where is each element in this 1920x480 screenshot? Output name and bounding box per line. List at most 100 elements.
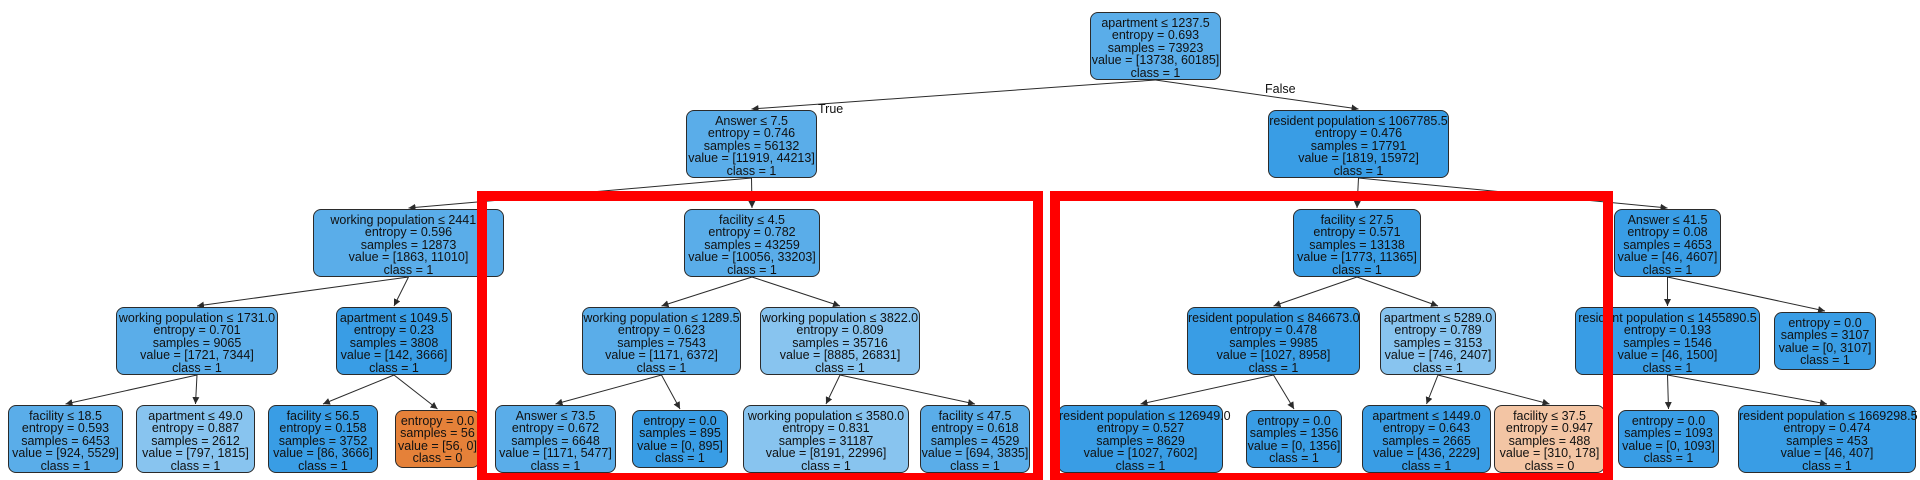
tree-edge: [839, 374, 976, 406]
node-line: samples = 488: [1508, 433, 1591, 448]
node-line: samples = 453: [1786, 433, 1868, 448]
node-line: working population ≤ 2441.5: [330, 213, 487, 227]
node-line: class = 1: [655, 451, 705, 466]
node-line: facility ≤ 56.5: [286, 409, 360, 423]
node-line: value = [0, 895]: [637, 438, 723, 453]
node-line: entropy = 0.476: [1314, 126, 1403, 141]
node-line: entropy = 0.0: [1631, 414, 1706, 428]
node-line: Answer ≤ 73.5: [515, 409, 596, 423]
node-line: entropy = 0.0: [1788, 316, 1862, 330]
node-line: samples = 4529: [930, 433, 1020, 448]
node-line: value = [86, 3666]: [273, 446, 373, 461]
node-line: class = 1: [1269, 451, 1319, 466]
node-line: value = [1863, 11010]: [348, 250, 469, 265]
node-line: samples = 7543: [617, 335, 706, 350]
tree-edge: [1667, 374, 1828, 407]
node-line: value = [746, 2407]: [1384, 348, 1492, 363]
node-line: entropy = 0.831: [782, 421, 870, 436]
node-line: class = 1: [801, 458, 851, 473]
tree-edge: [751, 276, 841, 308]
node-line: class = 1: [1401, 458, 1452, 473]
node-line: class = 1: [1248, 360, 1299, 375]
node-line: value = [797, 1815]: [142, 446, 249, 461]
node-line: value = [1171, 5477]: [499, 446, 612, 461]
node-line: working population ≤ 3580.0: [747, 409, 905, 423]
node-line: entropy = 0.0: [400, 414, 475, 428]
node-line: value = [8885, 26831]: [779, 348, 901, 363]
tree-edge: [661, 374, 681, 410]
node-line: entropy = 0.947: [1505, 421, 1594, 436]
node-line: facility ≤ 18.5: [29, 409, 102, 423]
node-line: working population ≤ 1731.0: [118, 311, 276, 325]
node-line: class = 1: [40, 458, 91, 473]
node-line: value = [142, 3666]: [340, 348, 448, 363]
node-line: class = 0: [1524, 458, 1575, 473]
node-line: entropy = 0.23: [353, 323, 435, 338]
node-line: samples = 6648: [511, 433, 600, 448]
node-line: class = 1: [1800, 353, 1850, 368]
node-line: entropy = 0.193: [1623, 323, 1712, 338]
node-line: entropy = 0.746: [707, 126, 796, 141]
node-line: class = 1: [1130, 65, 1181, 80]
node-line: class = 1: [727, 262, 777, 277]
tree-edge: [1667, 276, 1826, 313]
tree-edge: [751, 79, 1156, 112]
node-line: value = [1027, 8958]: [1216, 348, 1331, 363]
node-line: resident population ≤ 1455890.5: [1578, 311, 1757, 325]
node-line: entropy = 0.474: [1783, 421, 1871, 436]
node-line: entropy = 0.571: [1313, 225, 1401, 240]
node-line: entropy = 0.672: [511, 421, 600, 436]
tree-edge: [1425, 374, 1439, 405]
node-line: value = [56, 0]: [398, 438, 477, 453]
highlight-box-right: [1050, 191, 1613, 480]
node-line: working population ≤ 3822.0: [761, 311, 919, 325]
node-line: entropy = 0.782: [708, 225, 796, 240]
node-line: samples = 43259: [704, 237, 800, 252]
node-line: samples = 17791: [1310, 138, 1407, 153]
node-line: samples = 3808: [349, 335, 439, 350]
node-line: samples = 9065: [152, 335, 242, 350]
node-line: entropy = 0.158: [279, 421, 367, 436]
node-line: entropy = 0.527: [1096, 421, 1185, 436]
node-line: entropy = 0.08: [1627, 225, 1708, 240]
node-line: samples = 1546: [1623, 335, 1712, 350]
node-line: apartment ≤ 1237.5: [1101, 16, 1210, 30]
node-line: class = 1: [1413, 360, 1463, 375]
node-line: Answer ≤ 7.5: [715, 114, 788, 128]
node-line: entropy = 0.593: [21, 421, 110, 436]
node-line: value = [1027, 7602]: [1083, 446, 1198, 461]
node-line: working population ≤ 1289.5: [583, 311, 740, 325]
node-line: class = 1: [1333, 163, 1384, 178]
node-line: samples = 3107: [1780, 328, 1870, 343]
node-line: samples = 895: [639, 426, 721, 441]
node-line: value = [11919, 44213]: [688, 151, 815, 166]
node-line: entropy = 0.0: [643, 414, 717, 428]
node-line: entropy = 0.618: [931, 421, 1019, 436]
node-line: value = [0, 1093]: [1622, 438, 1715, 453]
node-line: class = 1: [1642, 262, 1693, 277]
node-line: value = [13738, 60185]: [1091, 53, 1220, 68]
node-line: class = 1: [726, 163, 777, 178]
node-line: class = 0: [412, 451, 463, 466]
tree-edge: [1437, 374, 1550, 406]
node-line: value = [924, 5529]: [12, 446, 119, 461]
edge-label-true: True: [818, 102, 843, 116]
node-line: samples = 4653: [1623, 237, 1712, 252]
